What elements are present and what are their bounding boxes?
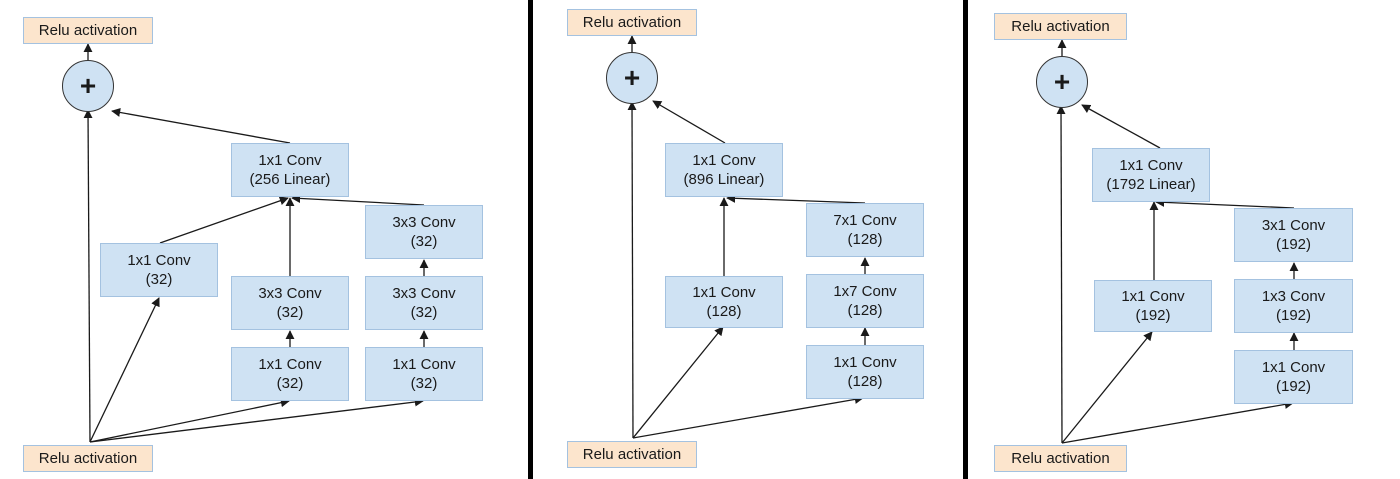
panel-2: Relu activation + 1x1 Conv (896 Linear) … <box>533 0 963 479</box>
plus-icon: + <box>1053 66 1071 97</box>
branch-c-conv-bottom-line2: (32) <box>410 375 438 392</box>
relu-output: Relu activation <box>23 17 153 44</box>
branch-a-conv: 1x1 Conv (192) <box>1094 280 1212 332</box>
branch-b-conv-bottom-line1: 1x1 Conv <box>833 354 897 371</box>
sum-node: + <box>62 60 114 112</box>
final-conv-line2: (1792 Linear) <box>1106 176 1196 193</box>
relu-output-label: Relu activation <box>1011 18 1110 35</box>
branch-b-conv-bottom-line2: (192) <box>1275 378 1312 395</box>
branch-c-conv-top: 3x3 Conv (32) <box>365 205 483 259</box>
separator-2 <box>963 0 968 479</box>
relu-output-label: Relu activation <box>38 22 138 39</box>
branch-b-conv-top: 3x3 Conv (32) <box>231 276 349 330</box>
branch-a-conv-line2: (192) <box>1135 307 1171 324</box>
branch-b-conv-bottom-line1: 1x1 Conv <box>1261 359 1326 376</box>
relu-input-label: Relu activation <box>38 450 138 467</box>
relu-output-label: Relu activation <box>582 14 682 31</box>
branch-a-conv: 1x1 Conv (32) <box>100 243 218 297</box>
relu-input-label: Relu activation <box>582 446 682 463</box>
branch-c-conv-top-line2: (32) <box>410 233 438 250</box>
branch-a-conv-line2: (32) <box>145 271 173 288</box>
final-conv-line1: 1x1 Conv <box>692 152 756 169</box>
plus-icon: + <box>79 70 97 101</box>
branch-c-conv-top-line1: 3x3 Conv <box>392 214 456 231</box>
branch-b-conv-middle-line2: (192) <box>1275 307 1312 324</box>
branch-b-conv-top-line1: 7x1 Conv <box>833 212 897 229</box>
branch-b-conv-top: 7x1 Conv (128) <box>806 203 924 257</box>
branch-b-conv-bottom-line1: 1x1 Conv <box>258 356 322 373</box>
final-conv-line1: 1x1 Conv <box>1119 157 1183 174</box>
branch-c-conv-middle-line2: (32) <box>410 304 438 321</box>
relu-output: Relu activation <box>567 9 697 36</box>
branch-b-conv-top-line2: (32) <box>276 304 304 321</box>
final-conv: 1x1 Conv (896 Linear) <box>665 143 783 197</box>
branch-b-conv-middle-line1: 1x3 Conv <box>1261 288 1326 305</box>
branch-c-conv-middle: 3x3 Conv (32) <box>365 276 483 330</box>
relu-input: Relu activation <box>994 445 1127 472</box>
branch-a-conv: 1x1 Conv (128) <box>665 276 783 328</box>
branch-c-conv-bottom-line1: 1x1 Conv <box>392 356 456 373</box>
separator-1 <box>528 0 533 479</box>
relu-output: Relu activation <box>994 13 1127 40</box>
plus-icon: + <box>623 62 641 93</box>
branch-c-conv-bottom: 1x1 Conv (32) <box>365 347 483 401</box>
branch-b-conv-bottom-line2: (128) <box>847 373 883 390</box>
branch-b-conv-bottom: 1x1 Conv (128) <box>806 345 924 399</box>
panel-3: Relu activation + 1x1 Conv (1792 Linear)… <box>968 0 1400 479</box>
branch-a-conv-line1: 1x1 Conv <box>127 252 191 269</box>
branch-b-conv-top-line2: (128) <box>847 231 883 248</box>
relu-input-label: Relu activation <box>1011 450 1110 467</box>
branch-b-conv-bottom: 1x1 Conv (32) <box>231 347 349 401</box>
final-conv-line2: (896 Linear) <box>683 171 765 188</box>
branch-b-conv-top: 3x1 Conv (192) <box>1234 208 1353 262</box>
branch-b-conv-middle-line1: 1x7 Conv <box>833 283 897 300</box>
relu-input: Relu activation <box>23 445 153 472</box>
branch-b-conv-top-line2: (192) <box>1275 236 1312 253</box>
final-conv-line2: (256 Linear) <box>249 171 331 188</box>
branch-b-conv-middle: 1x7 Conv (128) <box>806 274 924 328</box>
final-conv: 1x1 Conv (1792 Linear) <box>1092 148 1210 202</box>
branch-b-conv-middle: 1x3 Conv (192) <box>1234 279 1353 333</box>
branch-a-conv-line2: (128) <box>706 303 742 320</box>
panel-1: Relu activation + 1x1 Conv (256 Linear) … <box>0 0 528 479</box>
branch-c-conv-middle-line1: 3x3 Conv <box>392 285 456 302</box>
branch-a-conv-line1: 1x1 Conv <box>692 284 756 301</box>
branch-b-conv-top-line1: 3x1 Conv <box>1261 217 1326 234</box>
branch-b-conv-middle-line2: (128) <box>847 302 883 319</box>
branch-b-conv-bottom: 1x1 Conv (192) <box>1234 350 1353 404</box>
final-conv-line1: 1x1 Conv <box>258 152 322 169</box>
branch-b-conv-top-line1: 3x3 Conv <box>258 285 322 302</box>
relu-input: Relu activation <box>567 441 697 468</box>
sum-node: + <box>1036 56 1088 108</box>
final-conv: 1x1 Conv (256 Linear) <box>231 143 349 197</box>
branch-a-conv-line1: 1x1 Conv <box>1121 288 1185 305</box>
sum-node: + <box>606 52 658 104</box>
branch-b-conv-bottom-line2: (32) <box>276 375 304 392</box>
